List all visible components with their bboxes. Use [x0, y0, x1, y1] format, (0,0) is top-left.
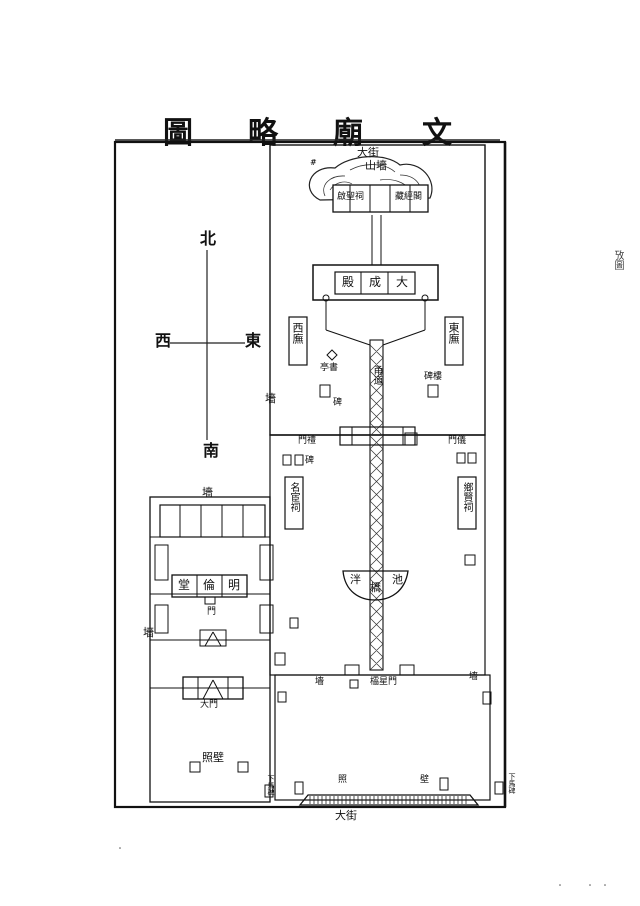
hall-name-1: 啟聖祠	[337, 192, 365, 202]
lingxing-gate-label: 櫺星門	[370, 677, 398, 687]
wall-left-label: 墻	[265, 392, 276, 405]
school-screen-wall: 照壁	[202, 751, 224, 764]
xiama-right: 下馬碑	[508, 773, 516, 794]
left-room-label: 名宦祠	[288, 482, 299, 512]
hill-wall-label: 山墻	[365, 159, 387, 172]
street-north-label: 大街	[357, 146, 379, 159]
minglun-char-1: 明	[228, 578, 241, 592]
pan-pool-right: 池	[392, 573, 403, 586]
steles-left-label: 碑	[305, 456, 315, 466]
compass-west: 西	[155, 331, 172, 350]
dacheng-char-3: 大	[396, 275, 409, 289]
pan-pool-left: 泮	[350, 573, 361, 586]
screen-right: 壁	[420, 775, 430, 785]
right-room-label: 鄉賢祠	[461, 482, 472, 512]
pavilion-label: 亭書	[320, 363, 339, 373]
school-wall-label: 墻	[202, 486, 213, 499]
street-south-left: 大街	[335, 809, 357, 822]
stele-left-label: 碑	[333, 398, 343, 408]
dacheng-char-2: 成	[369, 275, 382, 289]
hall-name-2: 藏經閣	[395, 192, 423, 202]
school-gate-label: 門	[207, 607, 217, 617]
dacheng-char-1: 殿	[342, 275, 355, 289]
minglun-char-3: 堂	[178, 578, 191, 592]
compass-east: 東	[245, 331, 262, 350]
xiama-left: 下馬碑	[267, 775, 275, 796]
gate-right-label: 門儀	[448, 436, 467, 446]
east-wu-label: 東廡	[447, 322, 460, 344]
compass-south: 南	[203, 441, 220, 460]
side-note: 攷圖	[612, 250, 623, 270]
stele-right-label: 碑樓	[424, 372, 443, 382]
gate-left-label: 門禮	[298, 436, 317, 446]
compass-north: 北	[200, 229, 217, 248]
minglun-char-2: 倫	[203, 578, 216, 592]
svg-text:#: #	[310, 158, 317, 167]
central-path	[369, 339, 384, 671]
lingxing-wall-right: 墻	[469, 672, 479, 682]
school-wall-left: 墻	[143, 626, 154, 639]
screen-left: 照	[338, 775, 348, 785]
center-path-label: 甬道	[371, 365, 382, 385]
lingxing-wall-label: 墻	[315, 677, 325, 687]
west-wu-label: 西廡	[291, 322, 304, 344]
pan-bridge: 橋	[370, 581, 381, 594]
title-char-4: 圖	[163, 116, 193, 151]
da-gate-label: 大門	[200, 700, 219, 710]
